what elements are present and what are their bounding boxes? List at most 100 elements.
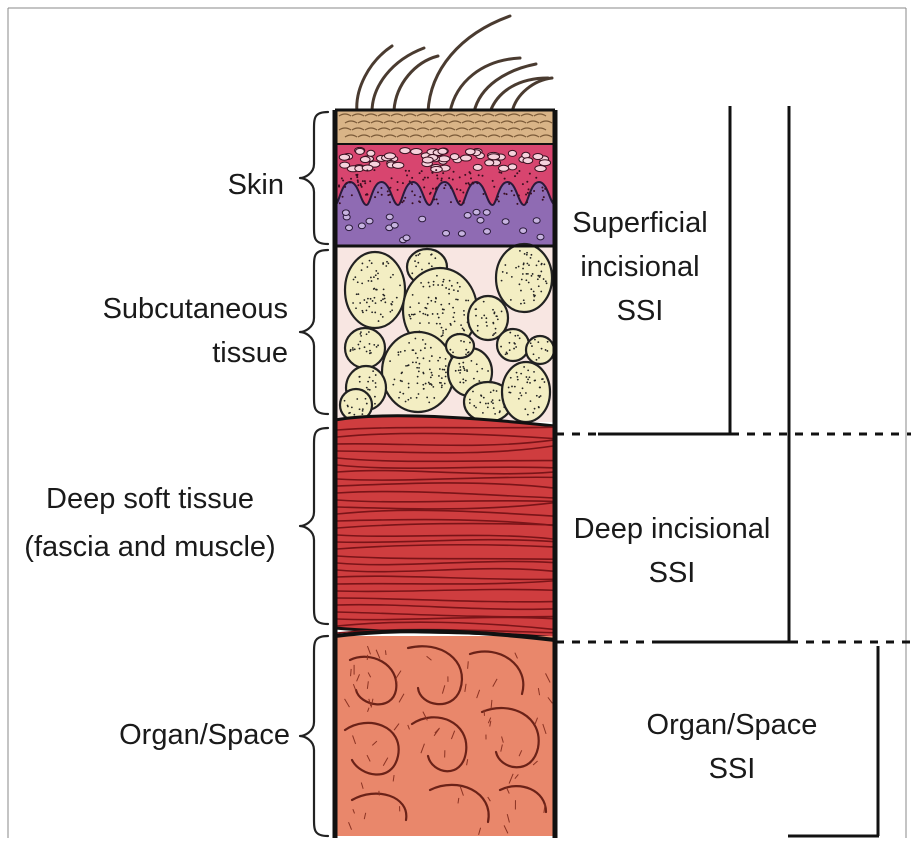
fat-dot <box>417 376 419 378</box>
fat-dot <box>389 311 391 313</box>
fat-dot <box>515 346 517 348</box>
fat-dot <box>425 313 427 315</box>
fat-dot <box>528 282 530 284</box>
fat-dot <box>450 349 452 351</box>
fat-dot <box>408 387 410 389</box>
fat-dot <box>540 271 542 273</box>
fat-dot <box>529 376 531 378</box>
dermis-dot <box>499 171 501 173</box>
fat-dot <box>463 368 465 370</box>
dermis-dot <box>465 182 467 184</box>
fat-dot <box>520 303 522 305</box>
fat-dot <box>377 344 379 346</box>
dermis-dot <box>508 183 510 185</box>
dermis-dot <box>492 180 494 182</box>
dermis-dot <box>377 191 379 193</box>
fat-dot <box>369 352 371 354</box>
dermis-dot <box>511 190 513 192</box>
dermis-cell <box>358 223 365 229</box>
dermis-dot <box>350 178 352 180</box>
fat-dot <box>475 315 477 317</box>
fat-dot <box>537 275 539 277</box>
fat-dot <box>384 298 386 300</box>
dermis-dot <box>374 196 376 198</box>
fat-dot <box>517 379 519 381</box>
fat-dot <box>532 273 534 275</box>
dermis-dot <box>527 192 529 194</box>
dermis-cell <box>488 154 500 160</box>
fat-dot <box>523 264 525 266</box>
dermis-cell <box>356 148 365 154</box>
fat-dot <box>373 276 375 278</box>
fat-dot <box>530 288 532 290</box>
dermis-dot <box>360 184 362 186</box>
dermis-dot <box>459 189 461 191</box>
dermis-cell <box>411 149 423 155</box>
fat-dot <box>524 253 526 255</box>
fat-dot <box>501 311 503 313</box>
dermis-dot <box>369 180 371 182</box>
fat-dot <box>352 349 354 351</box>
fat-dot <box>432 386 434 388</box>
fat-dot <box>411 314 413 316</box>
fat-lobule <box>382 332 454 412</box>
fat-dot <box>506 272 508 274</box>
fat-dot <box>408 383 410 385</box>
fat-dot <box>421 269 423 271</box>
fat-dot <box>382 298 384 300</box>
fat-dot <box>431 374 433 376</box>
dermis-cell <box>438 148 447 154</box>
fat-dot <box>455 298 457 300</box>
fat-dot <box>519 392 521 394</box>
fat-dot <box>452 351 454 353</box>
fat-dot <box>433 281 435 283</box>
fat-dot <box>485 321 487 323</box>
dermis-dot <box>463 202 465 204</box>
ssi-label-superficial-line1: Superficial <box>572 207 707 239</box>
fat-dot <box>398 397 400 399</box>
dermis-dot <box>432 172 434 174</box>
fat-dot <box>536 264 538 266</box>
fat-dot <box>391 304 393 306</box>
fat-dot <box>435 298 437 300</box>
fat-dot <box>351 406 353 408</box>
fat-dot <box>463 330 465 332</box>
fat-dot <box>431 384 433 386</box>
dermis-cell <box>523 158 533 164</box>
dermis-dot <box>436 198 438 200</box>
fat-dot <box>453 312 455 314</box>
fat-dot <box>526 273 528 275</box>
layer-label-subcutaneous-line2: tissue <box>212 337 288 369</box>
fat-dot <box>528 264 530 266</box>
fat-dot <box>347 406 349 408</box>
dermis-dot <box>518 195 520 197</box>
fat-dot <box>467 300 469 302</box>
fat-dot <box>453 289 455 291</box>
dermis-cell <box>473 164 482 170</box>
fat-dot <box>369 343 371 345</box>
fat-dot <box>545 280 547 282</box>
fat-dot <box>445 287 447 289</box>
fat-dot <box>455 370 457 372</box>
fat-dot <box>429 360 431 362</box>
fat-dot <box>534 380 536 382</box>
fat-dot <box>419 311 421 313</box>
dermis-cell <box>345 225 352 231</box>
fat-dot <box>354 276 356 278</box>
dermis-dot <box>387 190 389 192</box>
dermis-cell <box>360 157 370 163</box>
fat-dot <box>459 286 461 288</box>
fat-dot <box>483 301 485 303</box>
fat-dot <box>360 331 362 333</box>
dermis-dot <box>414 194 416 196</box>
fat-dot <box>451 285 453 287</box>
fat-dot <box>441 284 443 286</box>
fat-dot <box>378 320 380 322</box>
fat-dot <box>427 314 429 316</box>
fat-dot <box>526 263 528 265</box>
fat-dot <box>473 405 475 407</box>
fat-dot <box>366 333 368 335</box>
fat-dot <box>358 344 360 346</box>
fat-dot <box>412 361 414 363</box>
